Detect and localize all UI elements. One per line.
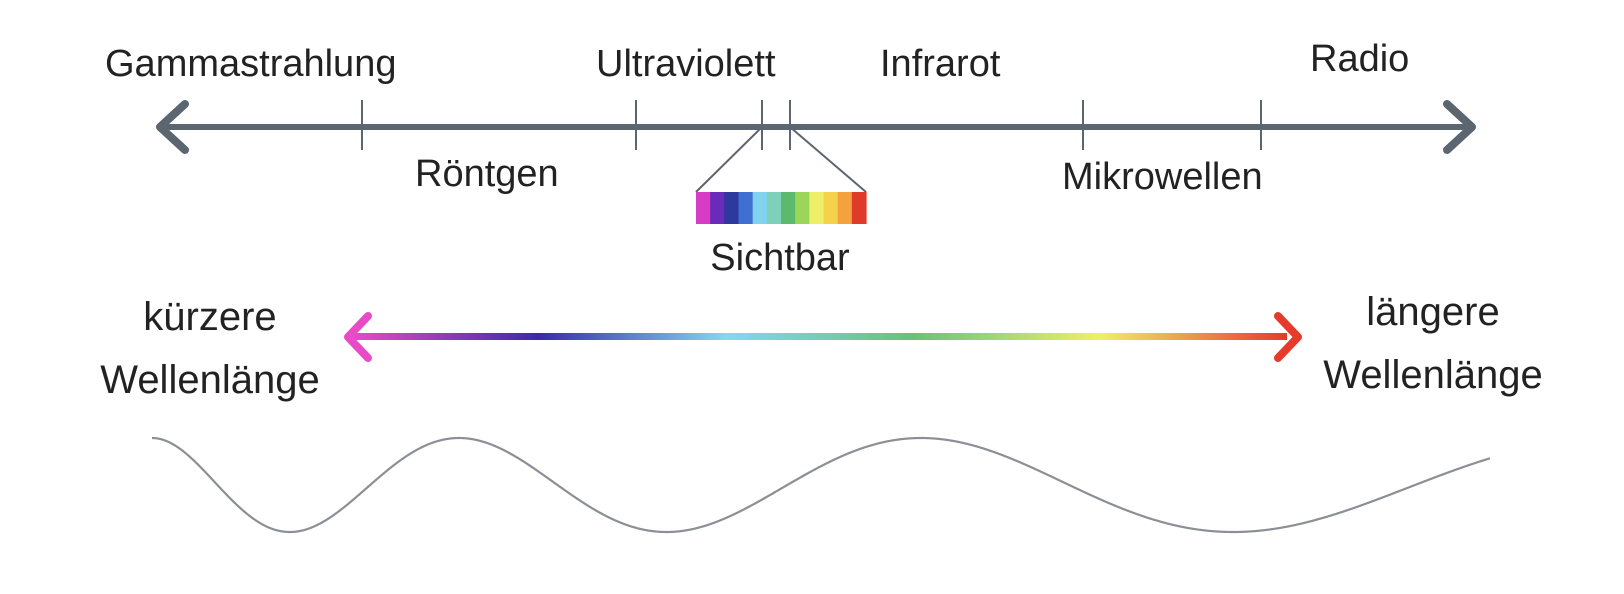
visible-spectrum-bar xyxy=(696,192,867,224)
visible-color-segment xyxy=(851,192,867,224)
short-wavelength-label-line1: kürzere xyxy=(143,295,276,339)
wavelength-arrow-right-icon xyxy=(1274,312,1302,362)
band-label-infrared: Infrarot xyxy=(880,43,1001,85)
zoom-line-left xyxy=(695,126,763,193)
visible-color-segment xyxy=(710,192,725,224)
axis-arrow-right-icon xyxy=(1443,100,1476,154)
visible-color-segment xyxy=(724,192,740,224)
band-label-ultraviolet: Ultraviolett xyxy=(596,43,776,85)
visible-color-segment xyxy=(766,192,782,224)
visible-color-segment xyxy=(809,192,825,224)
band-label-gamma: Gammastrahlung xyxy=(105,43,396,85)
visible-color-segment xyxy=(795,192,810,224)
visible-color-segment xyxy=(738,192,754,224)
wavelength-arrow xyxy=(344,312,1302,362)
zoom-line-right xyxy=(789,126,867,193)
long-wavelength-label-line2: Wellenlänge xyxy=(1323,353,1542,397)
axis-arrow-left-icon xyxy=(156,100,189,154)
wavelength-gradient-bar xyxy=(352,333,1287,340)
visible-color-segment xyxy=(781,192,796,224)
spectrum-axis xyxy=(156,100,1476,154)
long-wavelength-label-line1: längere xyxy=(1366,290,1499,334)
wave-illustration xyxy=(152,436,1491,534)
visible-color-segment xyxy=(752,192,768,224)
visible-spectrum-callout: Sichtbar xyxy=(695,126,867,279)
visible-color-segment xyxy=(837,192,853,224)
band-label-radio: Radio xyxy=(1310,38,1409,80)
band-label-microwave: Mikrowellen xyxy=(1062,156,1263,198)
visible-color-segment xyxy=(823,192,839,224)
band-label-visible: Sichtbar xyxy=(710,237,850,279)
axis-ticks xyxy=(361,100,1262,150)
short-wavelength-label-line2: Wellenlänge xyxy=(100,358,319,402)
visible-color-segment xyxy=(696,192,711,224)
wavelength-arrow-left-icon xyxy=(344,312,372,362)
band-label-xray: Röntgen xyxy=(415,153,559,195)
